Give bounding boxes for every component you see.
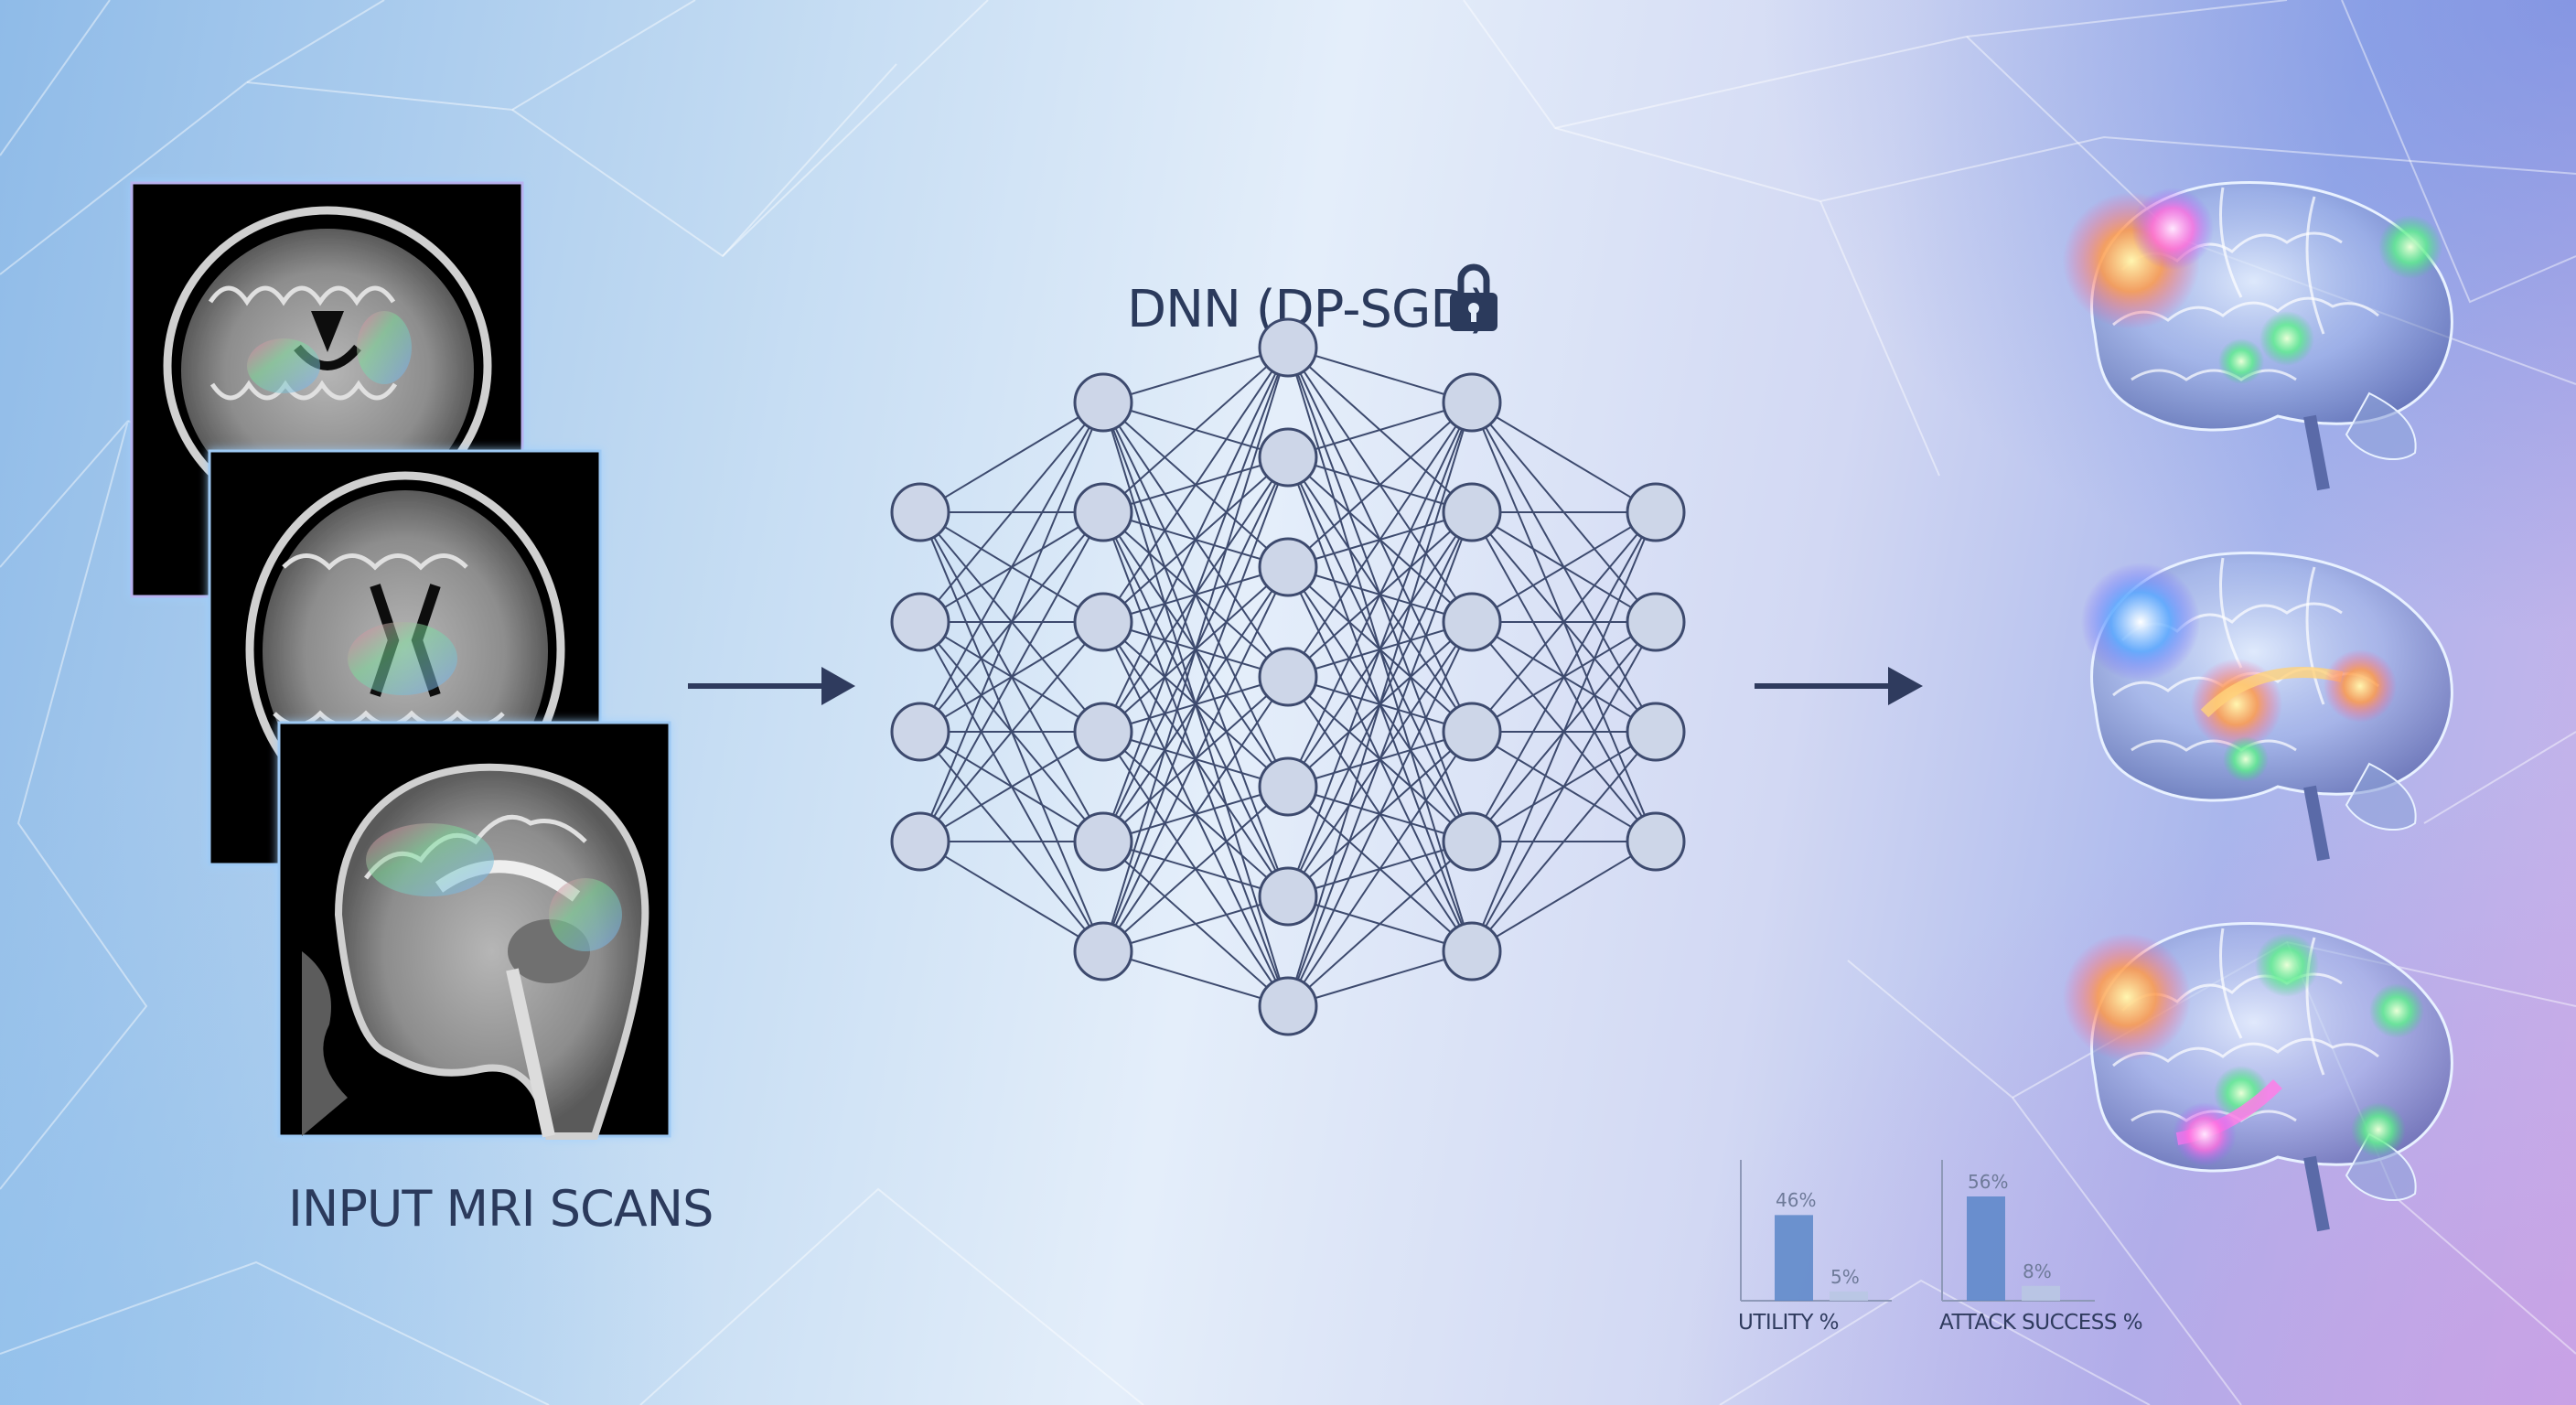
network-edge xyxy=(1287,511,1473,1007)
network-edge xyxy=(1471,731,1657,952)
network-edge xyxy=(1102,896,1289,952)
utility-axis-label: UTILITY % xyxy=(1738,1311,1840,1335)
network-edge xyxy=(1471,621,1657,952)
network-edge xyxy=(919,731,1104,842)
network-edge xyxy=(1102,347,1289,952)
bar-attack-low xyxy=(2022,1285,2060,1301)
network-edge xyxy=(1102,347,1289,403)
attack-axis-label: ATTACK SUCCESS % xyxy=(1939,1311,2143,1335)
network-edge xyxy=(1287,402,1473,678)
network-edge xyxy=(1102,676,1289,952)
network-edge xyxy=(1287,402,1473,788)
network-node-layer-5 xyxy=(1626,592,1686,652)
input-caption: INPUT MRI SCANS xyxy=(288,1180,714,1238)
network-edge xyxy=(1287,347,1473,403)
network-node-layer-1 xyxy=(890,482,950,542)
network-edge xyxy=(1102,786,1289,952)
network-edge xyxy=(1287,402,1473,458)
mri-scan-sagittal xyxy=(277,721,671,1140)
network-edge xyxy=(1471,511,1657,623)
bar-utility-high xyxy=(1775,1215,1813,1301)
network-edge xyxy=(1287,402,1473,897)
data-label: 5% xyxy=(1830,1265,1860,1288)
network-edge xyxy=(1287,841,1473,1007)
network-node-layer-3 xyxy=(1258,756,1318,817)
network-node-layer-3 xyxy=(1258,866,1318,927)
network-edge xyxy=(1471,511,1657,842)
network-edge xyxy=(1102,347,1289,733)
network-node-layer-4 xyxy=(1442,811,1502,872)
arrow-input-to-network xyxy=(688,667,855,705)
network-edge xyxy=(1102,347,1289,842)
network-nodes xyxy=(890,317,1686,1036)
network-node-layer-2 xyxy=(1073,482,1133,542)
network-node-layer-3 xyxy=(1258,976,1318,1036)
network-edge xyxy=(1102,950,1289,1007)
network-node-layer-4 xyxy=(1442,592,1502,652)
network-edge xyxy=(1102,456,1289,952)
bar-utility-low xyxy=(1830,1291,1868,1301)
brain-output-1 xyxy=(2063,182,2452,489)
network-node-layer-2 xyxy=(1073,702,1133,762)
network-node-layer-3 xyxy=(1258,537,1318,597)
network-node-layer-2 xyxy=(1073,811,1133,872)
data-label: 46% xyxy=(1776,1189,1817,1212)
network-node-layer-1 xyxy=(890,702,950,762)
attack-chart xyxy=(1941,1160,2095,1302)
network-node-layer-5 xyxy=(1626,482,1686,542)
network-edge xyxy=(1471,402,1657,513)
network-node-layer-5 xyxy=(1626,811,1686,872)
network-node-layer-4 xyxy=(1442,702,1502,762)
network-edge xyxy=(1471,511,1657,952)
network-node-layer-3 xyxy=(1258,647,1318,707)
network-node-layer-3 xyxy=(1258,427,1318,488)
data-label: 56% xyxy=(1968,1171,2009,1193)
network-edge xyxy=(919,621,1104,842)
network-node-layer-2 xyxy=(1073,372,1133,433)
network-edge xyxy=(1102,566,1289,952)
network-node-layer-2 xyxy=(1073,592,1133,652)
network-edge xyxy=(1287,731,1473,1007)
network-edge xyxy=(919,402,1104,513)
network-node-layer-2 xyxy=(1073,921,1133,981)
utility-chart xyxy=(1740,1160,1892,1302)
network-edge xyxy=(919,511,1104,842)
network-node-layer-1 xyxy=(890,811,950,872)
network-node-layer-4 xyxy=(1442,921,1502,981)
network-node-layer-3 xyxy=(1258,317,1318,378)
network-edge xyxy=(919,402,1104,733)
network-edge xyxy=(1287,621,1473,1007)
network-edge xyxy=(919,402,1104,623)
data-label: 8% xyxy=(2023,1260,2052,1282)
brain-output-3 xyxy=(2063,923,2452,1230)
network-edge xyxy=(1287,950,1473,1007)
network-node-layer-1 xyxy=(890,592,950,652)
network-edge xyxy=(1471,511,1657,733)
network-edge xyxy=(1287,402,1473,1007)
network-edge xyxy=(1287,402,1473,568)
network-edge xyxy=(1102,347,1289,623)
network-edge xyxy=(1471,841,1657,952)
network-edge xyxy=(1102,347,1289,513)
bar-attack-high xyxy=(1967,1196,2005,1301)
arrow-network-to-output xyxy=(1755,667,1923,705)
network-node-layer-4 xyxy=(1442,482,1502,542)
brain-output-2 xyxy=(2081,552,2452,860)
network-node-layer-4 xyxy=(1442,372,1502,433)
network-edge xyxy=(919,402,1104,842)
network-edge xyxy=(919,841,1104,952)
network-node-layer-5 xyxy=(1626,702,1686,762)
network-edges xyxy=(919,347,1657,1007)
